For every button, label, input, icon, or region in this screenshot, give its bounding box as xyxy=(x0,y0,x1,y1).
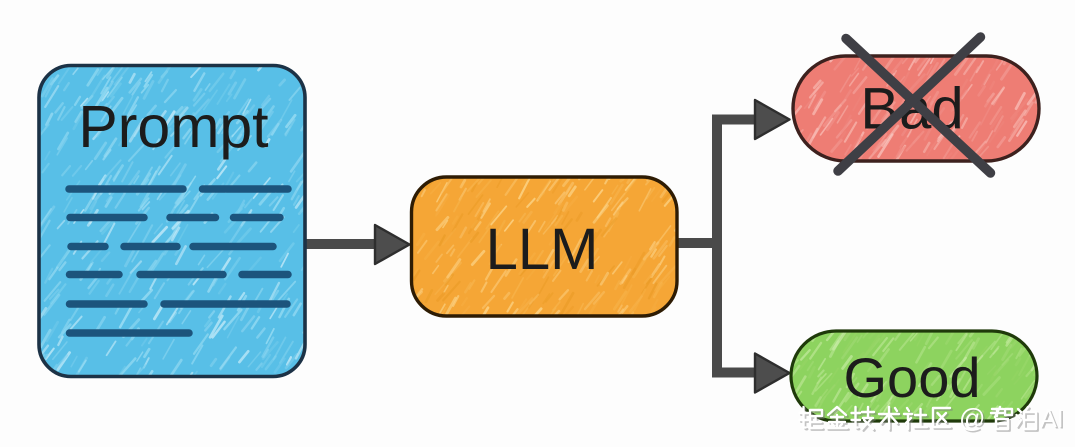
svg-text:AI: AI xyxy=(1040,405,1064,433)
svg-text:Good: Good xyxy=(844,346,981,409)
svg-text:LLM: LLM xyxy=(486,217,599,282)
svg-text:@: @ xyxy=(961,405,987,435)
svg-text:AI: AI xyxy=(1042,407,1066,435)
svg-text:Prompt: Prompt xyxy=(78,94,268,160)
svg-text:@: @ xyxy=(959,403,985,433)
